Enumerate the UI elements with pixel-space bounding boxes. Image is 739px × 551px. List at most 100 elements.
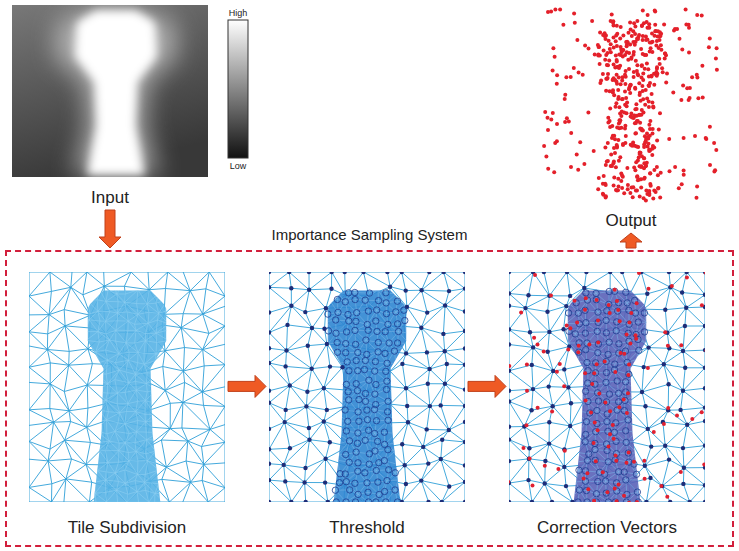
sample-dot [708,163,712,167]
vertex-dot [447,289,451,293]
sample-dot [612,63,616,67]
sample-dot [628,191,632,195]
vertex-ring [585,380,591,386]
vertex-ring [362,390,368,396]
vertex-ring [373,499,379,502]
vertex-dot [566,385,570,389]
vertex-ring [583,431,589,437]
vertex-ring [593,297,599,303]
vertex-dot [447,428,451,432]
vertex-ring [385,398,391,404]
correction-dot [536,343,540,347]
vertex-dot [562,367,566,371]
vertex-ring [625,330,631,336]
correction-dot [566,348,570,352]
vertex-dot [509,399,511,403]
vertex-dot [284,348,288,352]
vertex-ring [612,288,618,294]
group-title: Importance Sampling System [268,225,472,245]
vertex-ring [385,321,391,327]
vertex-ring [375,339,381,345]
vertex-dot [547,420,551,424]
mesh-ground [269,272,465,502]
vertex-dot [463,346,465,350]
vertex-ring [362,470,368,476]
coarse-mesh [29,272,225,502]
correction-dot [634,337,638,341]
vertex-ring [593,290,599,296]
vertex-dot [667,457,671,461]
vertex-ring [594,407,600,413]
vertex-ring [594,390,600,396]
sample-dot [572,66,576,70]
vertex-ring [582,330,588,336]
vertex-dot [551,404,555,408]
vertex-ring [383,290,389,296]
sample-dot [583,44,587,48]
sample-dot [617,185,621,189]
vertex-ring [343,340,349,346]
sample-dot [609,153,613,157]
sample-dot [606,116,610,120]
sample-dot [645,132,649,136]
vertex-dot [528,330,532,334]
vertex-dot [543,459,547,463]
sample-dot [615,44,619,48]
vertex-dot [642,365,646,369]
sample-dot [629,111,633,115]
sample-dot [644,53,648,57]
sample-dot [630,34,634,38]
sample-dot [621,97,625,101]
vertex-ring [372,391,378,397]
sample-dot [664,53,668,57]
correction-dot [608,432,612,436]
correction-dot [563,449,567,453]
correction-dot [607,444,611,448]
correction-dot [637,272,641,275]
sample-dot [625,43,629,47]
sample-dot [650,147,654,151]
vertex-dot [310,326,314,330]
sample-dot [612,183,616,187]
vertex-ring [593,429,599,435]
sample-dot [612,176,616,180]
vertex-dot [340,365,344,369]
vertex-ring [354,440,360,446]
sample-dot [610,164,614,168]
vertex-dot [403,463,407,467]
vertex-dot [404,351,408,355]
vertex-dot [509,342,511,346]
panel-label: Correction Vectors [537,518,677,538]
sample-dot [555,139,559,143]
vertex-dot [463,404,465,408]
vertex-ring [592,370,598,376]
sample-dot [618,118,622,122]
vertex-ring [383,386,389,392]
vertex-ring [354,388,360,394]
sample-dot [582,162,586,166]
correction-dot [663,330,667,334]
vertex-ring [365,427,371,433]
panel-label: Input [91,188,129,208]
vertex-ring [362,297,368,303]
vertex-dot [285,323,289,327]
sample-dot [654,44,658,48]
sample-dot [563,93,567,97]
vertex-dot [307,426,311,430]
sample-dot [657,57,661,61]
vertex-dot [329,287,333,291]
vertex-ring [615,390,621,396]
sample-dot [695,184,699,188]
sample-dot [604,183,608,187]
vertex-ring [626,321,632,327]
vertex-dot [648,476,652,480]
sample-dot [628,91,632,95]
sample-dot [616,177,620,181]
vertex-ring [364,407,370,413]
correction-dot [596,428,600,432]
vertex-ring [347,487,353,493]
vertex-ring [595,478,601,484]
sample-dot [623,90,627,94]
correction-dot [626,391,630,395]
